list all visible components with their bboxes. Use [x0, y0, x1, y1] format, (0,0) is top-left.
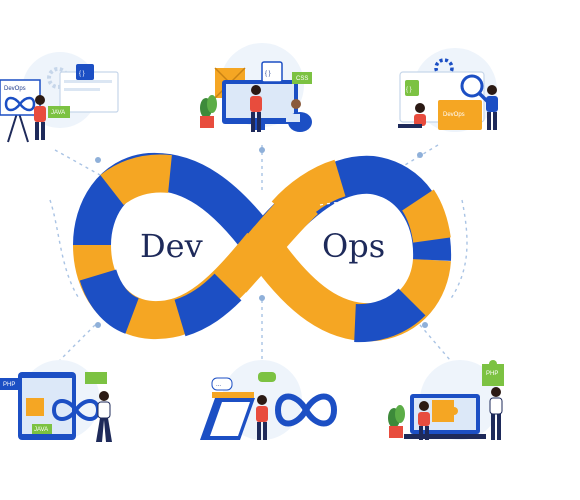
code-braces-icon: { }	[76, 64, 94, 80]
person	[418, 401, 430, 440]
code-braces-icon: { }	[405, 80, 419, 96]
php-badge-text: PHP	[3, 382, 15, 388]
person	[34, 95, 46, 140]
dev-label: Dev	[140, 227, 203, 265]
scene-bottom-right: PHP	[388, 360, 504, 440]
person	[256, 395, 268, 440]
person	[250, 85, 262, 132]
folder-text: DevOps	[443, 112, 465, 118]
plant-icon	[200, 95, 217, 128]
java-badge: JAVA	[32, 424, 52, 434]
calendar-icon	[200, 392, 255, 440]
java-badge-text: JAVA	[51, 110, 65, 116]
person	[286, 99, 312, 132]
person	[398, 103, 426, 128]
code-glyph: { }	[406, 87, 412, 93]
svg-text:{ }: { }	[79, 71, 85, 77]
php-badge: PHP	[484, 368, 502, 378]
code-glyph: { }	[265, 71, 271, 77]
infinity-icon	[274, 393, 338, 427]
easel-icon: DevOps	[0, 79, 41, 143]
easel-sign-text: DevOps	[4, 86, 26, 92]
code-braces-icon: { }	[261, 61, 283, 83]
scene-top-right: { } DevOps	[398, 48, 498, 132]
css-badge-text: CSS	[296, 76, 308, 82]
scene-bottom-left: PHP JAVA	[0, 360, 112, 442]
puzzle-icon	[432, 400, 458, 422]
bubble-text: ...	[216, 382, 221, 388]
scene-top-left: { } DevOps JAVA	[0, 52, 119, 143]
person	[486, 85, 498, 130]
scene-top-center: { } CSS	[200, 43, 312, 132]
scene-bottom-center: ...	[200, 360, 338, 440]
ops-label: Ops	[322, 227, 385, 265]
infinity-loop	[73, 152, 452, 343]
folder: DevOps	[438, 100, 482, 130]
php-badge: PHP	[0, 378, 20, 390]
plant-icon	[388, 405, 405, 438]
connector-dots	[95, 147, 428, 328]
css-badge: CSS	[292, 72, 312, 84]
person	[489, 387, 503, 440]
person	[96, 391, 112, 442]
java-badge: JAVA	[48, 106, 70, 118]
java-badge-text: JAVA	[34, 427, 48, 433]
infinity-icon	[4, 96, 36, 112]
php-badge-text: PHP	[486, 371, 498, 377]
speech-bubble: ...	[211, 377, 233, 391]
